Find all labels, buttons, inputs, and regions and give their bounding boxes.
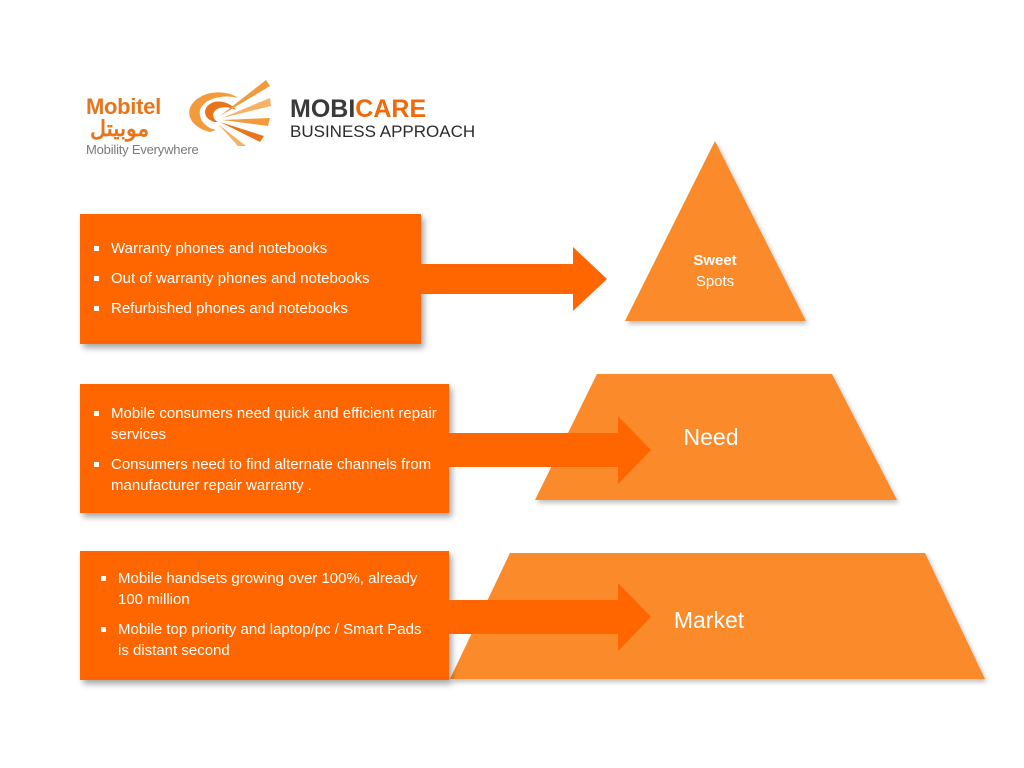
tier-box-market: Mobile handsets growing over 100%, alrea… xyxy=(80,551,449,680)
tier-box-need: Mobile consumers need quick and efficien… xyxy=(80,384,449,513)
tier-box-sweet-spots: Warranty phones and notebooks Out of war… xyxy=(80,214,421,344)
bullet-text: Refurbished phones and notebooks xyxy=(111,300,348,317)
title-block: MOBICARE BUSINESS APPROACH xyxy=(290,96,475,142)
bullet-icon xyxy=(94,276,99,281)
bullet-text: Mobile handsets growing over 100%, alrea… xyxy=(118,570,418,608)
logo-swirl-icon xyxy=(189,80,271,146)
bullet-icon xyxy=(101,576,106,581)
bullet-list: Mobile handsets growing over 100%, alrea… xyxy=(80,551,449,661)
pyramid-tier-sweet-spots xyxy=(625,141,806,321)
bullet-text: Consumers need to find alternate channel… xyxy=(111,456,432,494)
bullet-text: Warranty phones and notebooks xyxy=(111,240,328,257)
bullet-text: Mobile top priority and laptop/pc / Smar… xyxy=(118,621,422,659)
tier-label-sweet: Sweet xyxy=(693,252,737,269)
logo-tagline: Mobility Everywhere xyxy=(86,142,199,157)
bullet-list: Mobile consumers need quick and efficien… xyxy=(80,384,449,496)
bullet-item: Mobile consumers need quick and efficien… xyxy=(80,403,449,445)
bullet-icon xyxy=(94,411,99,416)
page-title: MOBICARE xyxy=(290,96,475,122)
title-part-mobi: MOBI xyxy=(290,95,356,123)
tier-label-market: Market xyxy=(673,607,745,633)
bullet-item: Mobile top priority and laptop/pc / Smar… xyxy=(87,619,449,661)
page-subtitle: BUSINESS APPROACH xyxy=(290,122,476,141)
bullet-item: Warranty phones and notebooks xyxy=(80,238,421,259)
logo-wordmark: Mobitel xyxy=(86,94,161,119)
bullet-text: Mobile consumers need quick and efficien… xyxy=(111,405,437,443)
bullet-list: Warranty phones and notebooks Out of war… xyxy=(80,214,421,319)
tier-label-sweet-spots: Sweet Spots xyxy=(665,250,765,292)
logo-arabic-wordmark: موبيتل xyxy=(90,116,150,141)
mobitel-logo: Mobitel موبيتل Mobility Everywhere xyxy=(86,76,276,166)
title-part-care: CARE xyxy=(355,95,427,123)
bullet-item: Consumers need to find alternate channel… xyxy=(80,454,449,496)
bullet-icon xyxy=(101,627,106,632)
tier-label-spots: Spots xyxy=(695,273,735,290)
bullet-icon xyxy=(94,306,99,311)
tier-label-need: Need xyxy=(683,424,739,450)
bullet-item: Refurbished phones and notebooks xyxy=(80,298,421,319)
arrow-icon xyxy=(443,583,651,651)
bullet-icon xyxy=(94,462,99,467)
pyramid-tier-market xyxy=(450,553,985,679)
bullet-item: Out of warranty phones and notebooks xyxy=(80,268,421,289)
bullet-text: Out of warranty phones and notebooks xyxy=(111,270,370,287)
arrow-icon xyxy=(443,416,651,484)
bullet-icon xyxy=(94,246,99,251)
arrow-icon xyxy=(415,247,607,311)
bullet-item: Mobile handsets growing over 100%, alrea… xyxy=(87,568,449,610)
